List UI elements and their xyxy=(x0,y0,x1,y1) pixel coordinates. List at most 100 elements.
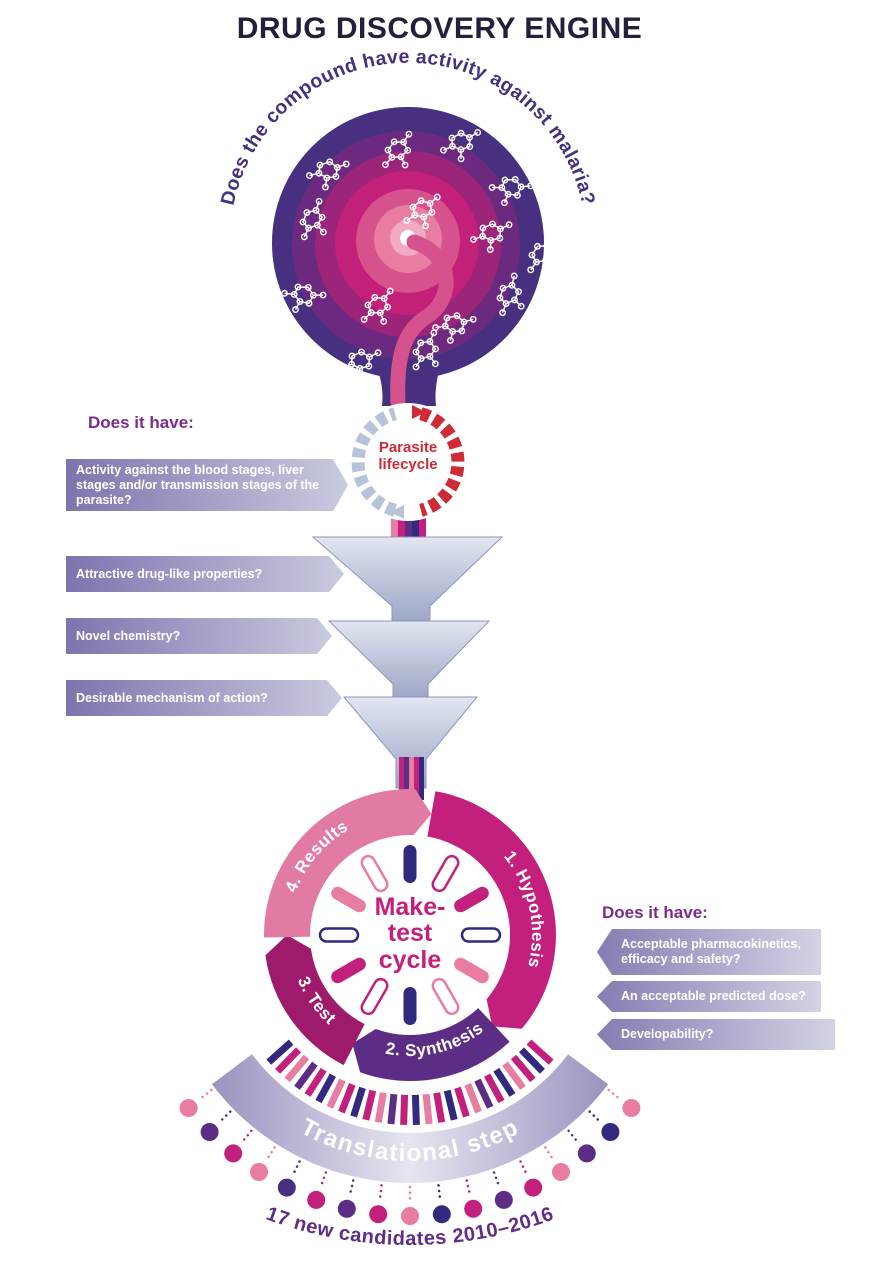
candidate-dotted-line xyxy=(291,1160,301,1178)
funnel-output-stream xyxy=(399,757,424,800)
translational-ticks xyxy=(266,1039,554,1126)
parasite-lifecycle-label: Parasite lifecycle xyxy=(378,439,438,473)
candidate-dot xyxy=(277,1178,296,1197)
candidate-dot xyxy=(622,1099,641,1117)
translational-tick xyxy=(464,1083,482,1114)
banner-pharmacokinetics: Acceptable pharmacokinetics, efficacy an… xyxy=(597,929,821,975)
cycle-ring xyxy=(263,789,556,1082)
candidate-dot xyxy=(464,1199,483,1218)
candidate-dotted-line xyxy=(264,1146,276,1163)
banner-predicted-dose: An acceptable predicted dose? xyxy=(597,981,821,1012)
translational-tick xyxy=(362,1089,377,1121)
compound-spiral xyxy=(272,107,566,410)
banner-blood-stages: Activity against the blood stages, liver… xyxy=(66,459,348,511)
cycle-segment xyxy=(265,935,365,1066)
candidate-dotted-line xyxy=(378,1184,383,1203)
page-title: DRUG DISCOVERY ENGINE xyxy=(236,12,643,45)
candidate-dot xyxy=(369,1205,388,1224)
candidate-dotted-line xyxy=(240,1129,253,1145)
translational-tick xyxy=(411,1094,420,1126)
lifecycle-arc-left xyxy=(351,407,398,517)
candidate-dot xyxy=(179,1099,198,1117)
translational-tick xyxy=(275,1047,302,1074)
candidate-dotted-line xyxy=(197,1088,213,1102)
test-tube-icons xyxy=(318,845,502,1025)
test-tube-icon xyxy=(331,957,366,984)
funnel-2 xyxy=(327,620,491,701)
lifecycle-arrow-icon xyxy=(390,505,404,519)
cycle-segment xyxy=(427,791,556,1029)
test-tube-icon xyxy=(454,957,489,984)
candidate-dot xyxy=(524,1178,543,1197)
translational-tick xyxy=(510,1054,536,1083)
banner-novel-chemistry: Novel chemistry? xyxy=(66,618,332,654)
translational-tick xyxy=(493,1067,516,1097)
translational-tick xyxy=(326,1078,346,1109)
translational-tick xyxy=(484,1073,505,1104)
candidate-dot xyxy=(601,1123,620,1141)
translational-tick xyxy=(422,1093,433,1125)
candidate-dot xyxy=(250,1163,268,1181)
cycle-inner xyxy=(313,838,507,1032)
test-tube-icon xyxy=(403,845,417,883)
translational-tick xyxy=(294,1061,318,1090)
translational-tick xyxy=(443,1089,458,1121)
right-panel-heading: Does it have: xyxy=(602,903,708,922)
candidate-dotted-line xyxy=(348,1179,355,1198)
candidate-dot xyxy=(307,1190,326,1209)
test-tube-icon xyxy=(431,854,460,893)
translational-tick xyxy=(338,1083,356,1114)
candidate-dot xyxy=(494,1190,513,1209)
candidate-dotted-line xyxy=(319,1171,328,1189)
candidate-dotted-line xyxy=(607,1088,623,1102)
translational-tick xyxy=(400,1094,409,1126)
cycle-segment xyxy=(263,789,432,938)
candidate-dotted-line xyxy=(437,1184,442,1203)
parasite-lifecycle-ring xyxy=(349,403,467,521)
translational-tick xyxy=(502,1061,526,1090)
banner-developability: Developability? xyxy=(597,1019,835,1050)
candidate-dots xyxy=(179,1088,641,1225)
banner-drug-like-properties: Attractive drug-like properties? xyxy=(66,556,344,592)
test-tube-icon xyxy=(360,854,389,893)
make-test-cycle-label: Make-test cycle xyxy=(374,893,446,974)
test-tube-icon xyxy=(403,987,417,1025)
candidate-dot xyxy=(337,1199,356,1218)
banner-mechanism-of-action: Desirable mechanism of action? xyxy=(66,680,342,716)
test-tube-icon xyxy=(454,886,489,913)
lifecycle-arc-right xyxy=(418,407,465,517)
candidate-dot xyxy=(200,1123,219,1141)
translational-tick xyxy=(304,1067,327,1097)
translational-tick xyxy=(387,1093,398,1125)
candidate-dotted-line xyxy=(544,1146,556,1163)
funnel-3 xyxy=(342,696,479,789)
screening-funnels xyxy=(311,536,504,789)
candidate-dot xyxy=(577,1144,596,1163)
candidate-dotted-line xyxy=(588,1110,603,1125)
candidate-dot xyxy=(224,1144,243,1163)
cycle-segment xyxy=(352,1008,510,1082)
translational-tick xyxy=(350,1086,366,1118)
test-tube-icon xyxy=(360,977,389,1016)
translational-tick xyxy=(526,1039,554,1065)
candidate-dotted-line xyxy=(465,1179,472,1198)
spiral-swirl xyxy=(390,234,454,410)
translational-tick xyxy=(266,1039,294,1065)
translational-tick xyxy=(474,1078,494,1109)
translational-tick xyxy=(374,1092,387,1123)
candidate-dotted-line xyxy=(217,1110,232,1125)
candidate-dotted-line xyxy=(492,1171,501,1189)
candidate-dotted-line xyxy=(519,1160,529,1178)
translational-band xyxy=(211,1054,609,1184)
candidate-dotted-line xyxy=(567,1129,580,1145)
test-tube-icon xyxy=(431,977,460,1016)
lifecycle-arrow-icon xyxy=(412,405,426,419)
test-tube-icon xyxy=(331,886,366,913)
candidate-dot xyxy=(401,1207,419,1225)
test-tube-icon xyxy=(318,927,360,943)
translational-tick xyxy=(454,1086,470,1118)
candidate-dot xyxy=(552,1163,570,1181)
funnel-1 xyxy=(311,536,504,625)
